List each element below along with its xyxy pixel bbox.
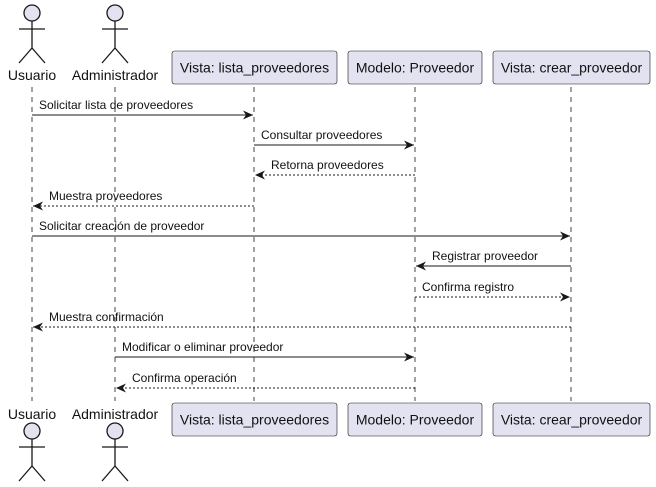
message-label: Confirma registro [422,280,514,294]
participant-box [492,402,651,437]
message-label: Solicitar lista de proveedores [39,98,193,112]
participant-crear-top: Vista: crear_proveedor [492,50,651,85]
participant-lista-bottom: Vista: lista_proveedores [171,402,338,437]
actor-admin-top: Administrador [72,4,159,83]
participant-box [171,50,338,85]
participant-box [347,50,483,85]
message-label: Solicitar creación de proveedor [39,219,204,233]
message-1: Solicitar lista de proveedores [32,98,253,120]
participant-crear-bottom: Vista: crear_proveedor [492,402,651,437]
participant-box [171,402,338,437]
message-label: Registrar proveedor [432,249,538,263]
participant-modelo-top: Modelo: Proveedor [347,50,483,85]
message-10: Confirma operación [116,371,415,393]
message-label: Retorna proveedores [271,158,384,172]
message-label: Modificar o eliminar proveedor [122,340,283,354]
message-4: Muestra proveedores [33,189,254,211]
actor-usuario-bottom: Usuario [8,406,56,482]
participant-box [492,50,651,85]
actor-label: Administrador [72,406,159,422]
actor-label: Usuario [8,406,56,422]
actor-label: Usuario [8,67,56,83]
actor-admin-bottom: Administrador [72,406,159,482]
message-label: Consultar proveedores [261,128,382,142]
message-label: Muestra proveedores [49,189,162,203]
stick-figure-icon [18,422,46,482]
message-2: Consultar proveedores [254,128,414,150]
participant-label: Vista: lista_proveedores [180,60,329,76]
stick-figure-icon [101,4,129,64]
stick-figure-icon [101,422,129,482]
participant-label: Vista: crear_proveedor [501,412,643,428]
participant-label: Modelo: Proveedor [356,412,475,428]
message-8: Muestra confirmación [33,310,571,332]
message-label: Muestra confirmación [49,310,164,324]
actor-label: Administrador [72,67,159,83]
participant-label: Modelo: Proveedor [356,60,475,76]
actor-usuario-top: Usuario [8,4,56,83]
stick-figure-icon [18,4,46,64]
participant-modelo-bottom: Modelo: Proveedor [347,402,483,437]
participant-label: Vista: crear_proveedor [501,60,643,76]
participant-lista-top: Vista: lista_proveedores [171,50,338,85]
message-label: Confirma operación [132,371,237,385]
message-9: Modificar o eliminar proveedor [115,340,414,362]
message-7: Confirma registro [415,280,570,302]
participant-label: Vista: lista_proveedores [180,412,329,428]
message-5: Solicitar creación de proveedor [32,219,570,241]
participant-box [347,402,483,437]
message-3: Retorna proveedores [255,158,415,180]
message-6: Registrar proveedor [416,249,571,271]
